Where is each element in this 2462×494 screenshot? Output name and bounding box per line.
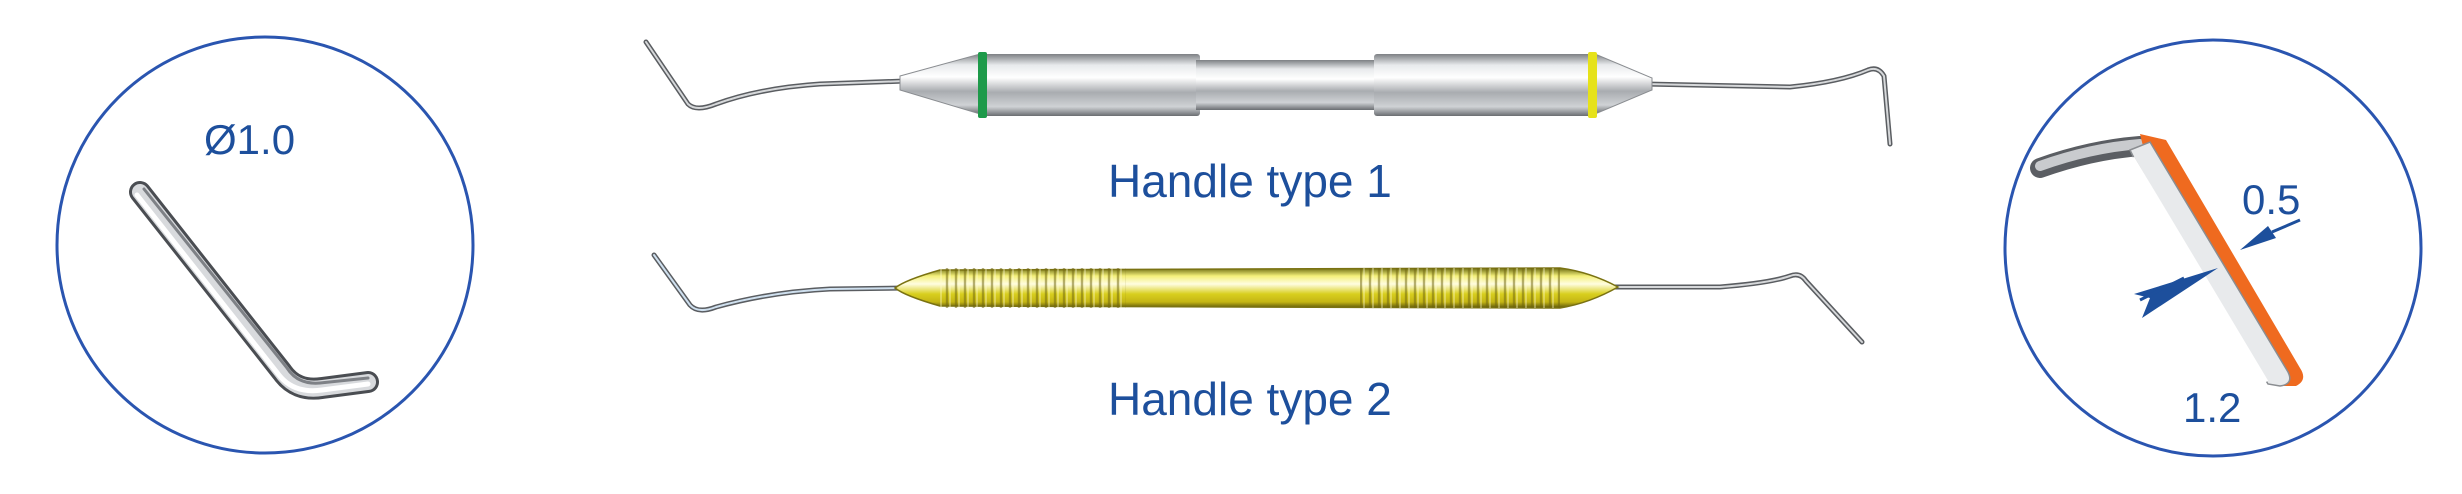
caption-handle-type-1: Handle type 1 bbox=[1108, 155, 1392, 207]
caption-handle-type-2: Handle type 2 bbox=[1108, 373, 1392, 425]
instrument-handle-type-2 bbox=[651, 252, 1865, 345]
handle-center-1 bbox=[1196, 60, 1378, 110]
knurled-grip-right bbox=[1360, 268, 1560, 308]
arrow-width bbox=[2134, 268, 2218, 318]
instrument-handle-type-1 bbox=[643, 39, 1893, 147]
right-tip-image bbox=[2030, 134, 2304, 387]
left-detail-view bbox=[55, 35, 475, 455]
right-detail-view bbox=[2003, 38, 2423, 458]
working-end-left-2 bbox=[651, 252, 908, 313]
thickness-label: 0.5 bbox=[2242, 176, 2301, 223]
handle-grip-right-1 bbox=[1374, 54, 1596, 116]
green-color-ring bbox=[978, 52, 987, 118]
knurled-grip-left bbox=[940, 268, 1126, 308]
working-end-right-1 bbox=[1645, 66, 1893, 147]
handle-grip-left-1 bbox=[978, 54, 1200, 116]
yellow-color-ring bbox=[1588, 52, 1597, 118]
cone-right-1 bbox=[1594, 53, 1653, 115]
diameter-label: Ø1.0 bbox=[204, 116, 296, 163]
left-detail-circle bbox=[55, 35, 475, 455]
width-label: 1.2 bbox=[2183, 384, 2242, 431]
arrow-thickness bbox=[2240, 226, 2276, 250]
left-tip-image bbox=[129, 181, 379, 400]
cone-left-1 bbox=[899, 53, 981, 115]
